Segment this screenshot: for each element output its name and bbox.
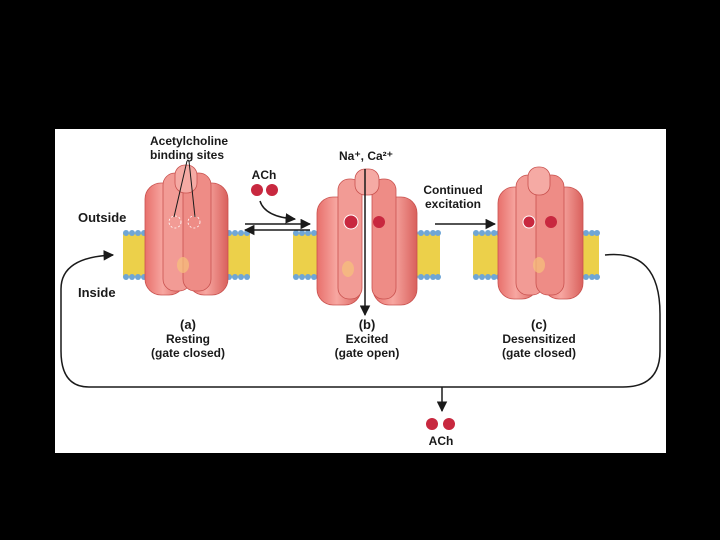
receptor-b xyxy=(316,168,418,306)
ach-molecules-top xyxy=(251,184,278,196)
ach-top-label: ACh xyxy=(251,168,277,182)
receptor-diagram: Acetylcholine binding sites ACh Na⁺, Ca²… xyxy=(55,129,666,453)
state-b-gate: (gate open) xyxy=(334,346,400,360)
continued-excitation-label: Continued excitation xyxy=(423,183,482,211)
state-b-letter: (b) xyxy=(358,317,376,332)
outside-label: Outside xyxy=(78,210,127,225)
state-a-name: Resting xyxy=(165,332,211,346)
recycle-loop-arrow xyxy=(60,250,661,388)
binding-sites-label: Acetylcholine binding sites xyxy=(150,134,228,162)
state-a-letter: (a) xyxy=(180,317,196,332)
ach-binding-arrow xyxy=(259,200,297,224)
state-c-gate: (gate closed) xyxy=(501,346,577,360)
ions-label: Na⁺, Ca²⁺ xyxy=(338,149,394,163)
equilibrium-arrows xyxy=(243,218,312,236)
state-b-name: Excited xyxy=(345,332,389,346)
membrane-b xyxy=(293,230,441,280)
state-c-letter: (c) xyxy=(531,317,547,332)
continued-line1: Continued xyxy=(423,183,483,197)
state-a-gate: (gate closed) xyxy=(150,346,226,360)
diagram-graphics xyxy=(60,160,661,430)
binding-sites-line2: binding sites xyxy=(150,148,225,162)
ach-bottom-label: ACh xyxy=(428,434,454,448)
state-c-name: Desensitized xyxy=(502,332,576,346)
state-c-caption: (c) Desensitized (gate closed) xyxy=(501,317,577,361)
state-b-caption: (b) Excited (gate open) xyxy=(334,317,400,361)
receptor-a xyxy=(144,164,229,296)
binding-sites-line1: Acetylcholine xyxy=(150,134,229,148)
binding-site-pointers xyxy=(173,160,196,218)
receptor-c xyxy=(497,166,584,300)
ach-molecules-bottom xyxy=(426,418,455,430)
inside-label: Inside xyxy=(78,285,116,300)
state-a-caption: (a) Resting (gate closed) xyxy=(150,317,226,361)
continued-line2: excitation xyxy=(424,197,482,211)
